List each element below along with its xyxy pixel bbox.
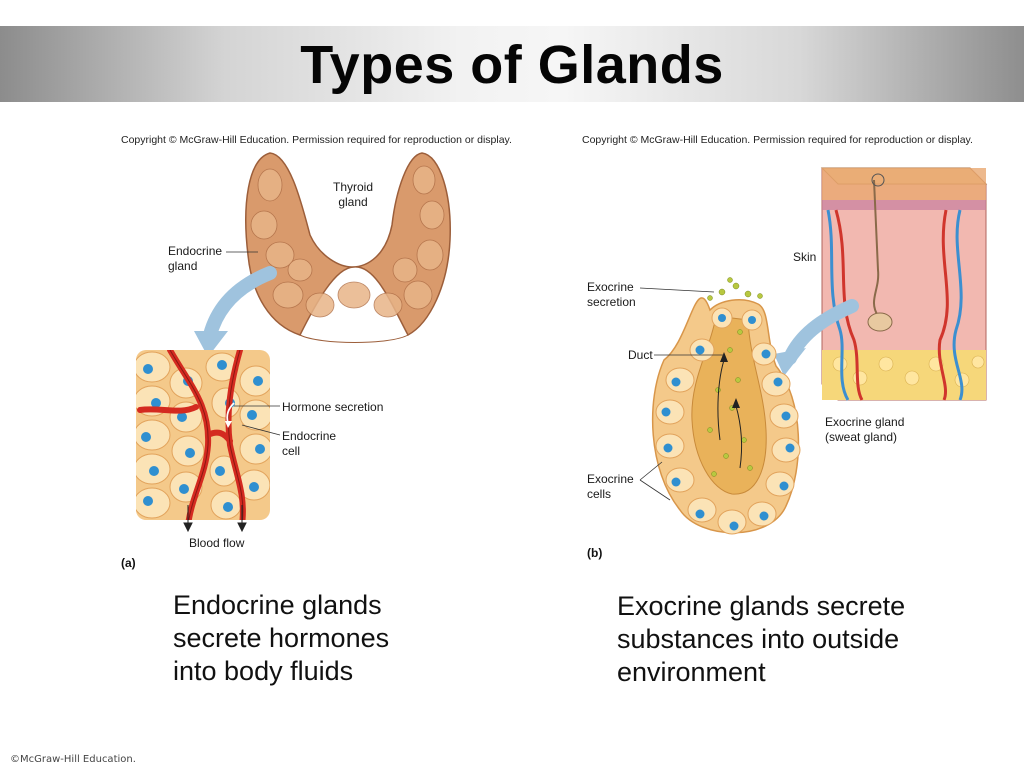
label-blood-flow: Blood flow xyxy=(189,536,245,550)
zoom-arrow-head-a xyxy=(194,331,228,357)
endocrine-tissue-image xyxy=(136,350,270,533)
label-hormone-secretion: Hormone secretion xyxy=(282,400,384,414)
panel-letter-a: (a) xyxy=(121,556,136,570)
leader-line-exocrine-cells-2 xyxy=(639,479,671,501)
footer-credit: ©McGraw-Hill Education. xyxy=(10,754,136,765)
label-exocrine-gland: Exocrine gland (sweat gland) xyxy=(825,415,905,444)
label-endocrine-cell: Endocrine cell xyxy=(282,429,337,458)
zoom-arrow-head-b xyxy=(774,348,806,376)
label-thyroid-gland: Thyroid gland xyxy=(332,180,373,209)
caption-endocrine: Endocrine glands secrete hormones into b… xyxy=(173,590,390,686)
slide-title: Types of Glands xyxy=(300,35,724,95)
label-duct: Duct xyxy=(628,348,653,362)
leader-line-endocrine-cell xyxy=(241,424,281,436)
copyright-notice-a: Copyright © McGraw-Hill Education. Permi… xyxy=(121,134,512,146)
zoom-arrow-a xyxy=(203,266,277,342)
panel-letter-b: (b) xyxy=(587,546,603,560)
title-bar xyxy=(0,26,1024,102)
label-endocrine-gland: Endocrine gland xyxy=(168,244,223,273)
leader-line-exocrine-cells-1 xyxy=(639,461,663,481)
endocrine-illustration xyxy=(136,152,451,533)
leader-line-exocrine-secretion xyxy=(639,287,715,293)
exocrine-illustration xyxy=(639,167,988,535)
skin-block-image xyxy=(820,167,988,401)
caption-exocrine: Exocrine glands secrete substances into … xyxy=(617,591,906,687)
sweat-gland-image xyxy=(651,277,801,535)
label-skin: Skin xyxy=(793,250,817,264)
label-exocrine-secretion: Exocrine secretion xyxy=(587,280,636,309)
thyroid-gland-image xyxy=(245,152,451,343)
label-exocrine-cells: Exocrine cells xyxy=(587,472,634,501)
copyright-notice-b: Copyright © McGraw-Hill Education. Permi… xyxy=(582,134,973,146)
